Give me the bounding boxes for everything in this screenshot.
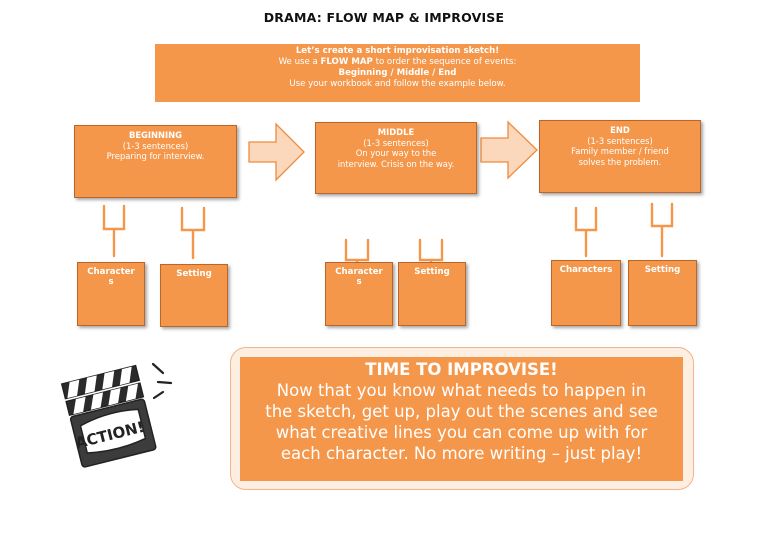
end-setting-box: Setting xyxy=(628,260,697,326)
stage-description-line2: interview. Crisis on the way. xyxy=(337,158,455,169)
page-title: DRAMA: FLOW MAP & IMPROVISE xyxy=(263,10,505,25)
middle-characters-box: Character s xyxy=(325,262,393,326)
stage-sentence-count: (1-3 sentences) xyxy=(587,135,653,146)
stage-description: Preparing for interview. xyxy=(106,151,205,161)
stage-description-line2: solves the problem. xyxy=(578,156,662,167)
stage-end: END (1-3 sentences) Family member / frie… xyxy=(539,120,701,193)
stage-description-line1: Family member / friend xyxy=(571,146,669,156)
fork-end-setting xyxy=(650,202,674,258)
fork-middle-characters xyxy=(344,238,370,266)
flow-arrow-1 xyxy=(248,122,305,182)
improvise-line-3: what creative lines you can come up with… xyxy=(275,423,648,442)
stage-description-line1: On your way to the xyxy=(355,148,437,158)
end-characters-box: Characters xyxy=(551,260,621,326)
fork-begin-setting xyxy=(180,206,206,260)
improvise-title: TIME TO IMPROVISE! xyxy=(365,360,558,379)
fork-begin-characters xyxy=(102,204,126,258)
flow-arrow-2 xyxy=(480,120,538,180)
banner-sequence: Beginning / Middle / End xyxy=(338,68,457,78)
middle-setting-box: Setting xyxy=(398,262,466,326)
banner-flow-map-line: We use a FLOW MAP to order the sequence … xyxy=(278,57,517,67)
improvise-panel: TIME TO IMPROVISE! Now that you know wha… xyxy=(240,357,683,481)
fork-end-characters xyxy=(574,206,598,258)
improvise-line-1: Now that you know what needs to happen i… xyxy=(276,381,647,400)
begin-setting-box: Setting xyxy=(160,264,228,327)
fork-middle-setting xyxy=(418,238,444,266)
begin-characters-box: Character s xyxy=(77,262,145,326)
stage-heading: MIDDLE xyxy=(377,127,415,137)
stage-heading: BEGINNING xyxy=(128,130,183,140)
improvise-line-4: each character. No more writing – just p… xyxy=(280,444,643,463)
banner-headline: Let’s create a short improvisation sketc… xyxy=(295,46,500,56)
instruction-banner: Let’s create a short improvisation sketc… xyxy=(155,44,640,102)
stage-beginning: BEGINNING (1-3 sentences) Preparing for … xyxy=(74,125,237,198)
clapperboard-icon xyxy=(60,362,173,468)
stage-heading: END xyxy=(610,125,630,135)
stage-sentence-count: (1-3 sentences) xyxy=(363,137,429,148)
stage-middle: MIDDLE (1-3 sentences) On your way to th… xyxy=(315,122,477,194)
improvise-line-2: the sketch, get up, play out the scenes … xyxy=(265,402,658,421)
banner-workbook-line: Use your workbook and follow the example… xyxy=(289,79,506,89)
stage-sentence-count: (1-3 sentences) xyxy=(122,140,189,151)
